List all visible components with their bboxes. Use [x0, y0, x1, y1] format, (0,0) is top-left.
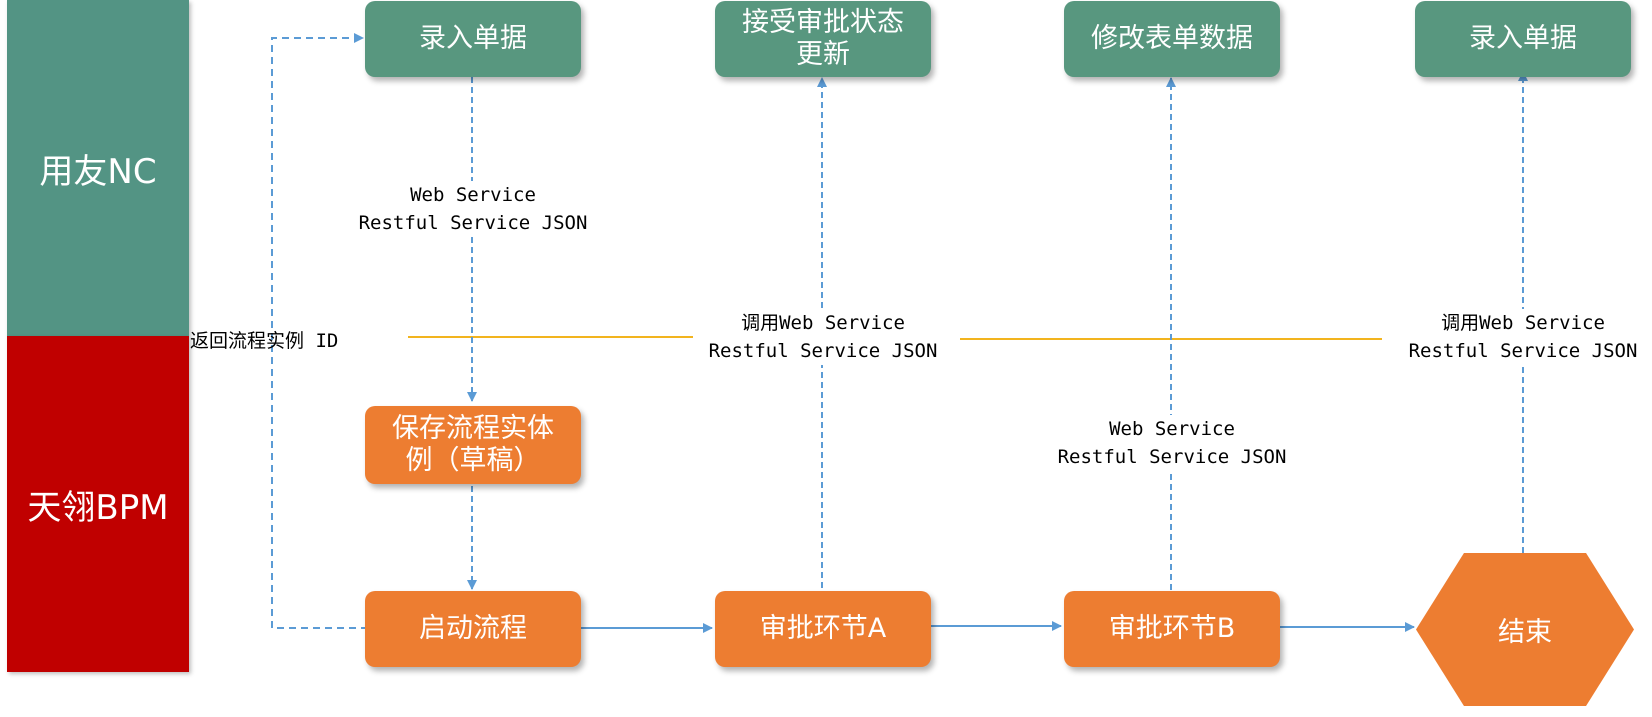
node-entry-document-1[interactable]: 录入单据 — [365, 1, 581, 77]
node-approval-a[interactable]: 审批环节A — [715, 591, 931, 667]
node-label: 录入单据 — [1469, 22, 1577, 54]
lane-label-bpm: 天翎BPM — [27, 487, 169, 528]
node-label-line-1: 接受审批状态 — [742, 6, 904, 38]
label-web-service-b: Web Service Restful Service JSON — [1055, 415, 1289, 471]
node-label-line-1: 保存流程实体 — [392, 412, 554, 444]
node-label: 启动流程 — [419, 612, 527, 644]
node-entry-document-2[interactable]: 录入单据 — [1415, 1, 1631, 77]
lane-label-nc: 用友NC — [39, 151, 157, 192]
node-label-line-2: 更新 — [796, 39, 850, 70]
node-label: 结束 — [1498, 617, 1552, 648]
node-label: 修改表单数据 — [1091, 22, 1253, 54]
label-call-web-service-end: 调用Web Service Restful Service JSON — [1404, 309, 1642, 365]
node-label: 审批环节B — [1108, 612, 1236, 644]
return-id-connector — [271, 33, 368, 629]
node-modify-form[interactable]: 修改表单数据 — [1064, 1, 1280, 77]
node-label: 审批环节A — [759, 612, 887, 644]
node-end[interactable]: 结束 — [1416, 553, 1634, 706]
node-approval-b[interactable]: 审批环节B — [1064, 591, 1280, 667]
node-start-flow[interactable]: 启动流程 — [365, 591, 581, 667]
lane-tianling-bpm: 天翎BPM — [7, 336, 189, 672]
node-label: 录入单据 — [419, 22, 527, 54]
node-receive-status[interactable]: 接受审批状态 更新 — [715, 1, 931, 77]
label-web-service-entry: Web Service Restful Service JSON — [357, 181, 589, 237]
node-label-line-2: 例（草稿） — [405, 445, 541, 476]
node-save-instance[interactable]: 保存流程实体 例（草稿） — [365, 406, 581, 484]
lane-yonyou-nc: 用友NC — [7, 0, 189, 336]
label-call-web-service-a: 调用Web Service Restful Service JSON — [705, 309, 941, 365]
label-return-instance-id: 返回流程实例 ID — [190, 330, 339, 352]
